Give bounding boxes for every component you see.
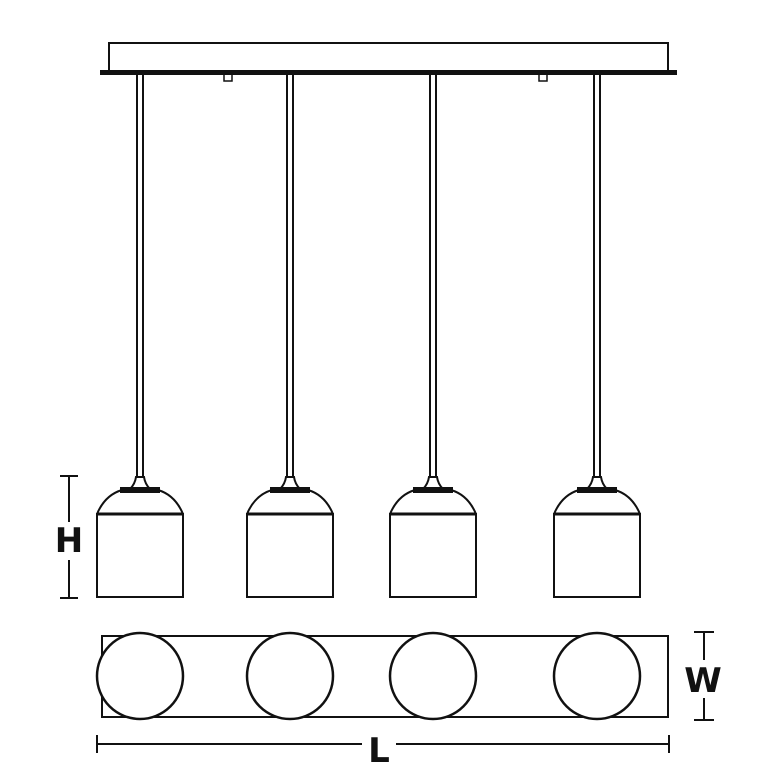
dimension-l: L: [96, 728, 670, 771]
dimension-w: W: [680, 631, 728, 721]
canopy-base-plate: [100, 70, 677, 75]
pendant-neck: [586, 476, 608, 490]
shade-top-view-circle: [95, 631, 185, 721]
dimension-h-label: H: [55, 521, 83, 561]
canopy: [100, 42, 677, 82]
pendant-shade-dome: [246, 489, 334, 515]
shade-top-view-circle: [388, 631, 478, 721]
pendant-shade: [96, 513, 184, 598]
dimension-h: H: [50, 475, 90, 599]
pendant: [96, 74, 184, 598]
pendant-shade: [389, 513, 477, 598]
top-view: [95, 631, 669, 721]
canopy-body: [108, 42, 669, 73]
pendants: [96, 74, 641, 598]
dimension-l-label: L: [368, 731, 390, 771]
pendant-shade: [553, 513, 641, 598]
pendant: [553, 74, 641, 598]
shade-top-view-circle: [552, 631, 642, 721]
pendant-shade: [246, 513, 334, 598]
canopy-mount-screw: [223, 73, 233, 82]
pendant-neck: [279, 476, 301, 490]
pendant-shade-dome: [96, 489, 184, 515]
pendant: [246, 74, 334, 598]
pendant-neck: [129, 476, 151, 490]
pendant-neck: [422, 476, 444, 490]
pendant-shade-dome: [389, 489, 477, 515]
pendant: [389, 74, 477, 598]
shade-top-view-circle: [245, 631, 335, 721]
pendant-shade-dome: [553, 489, 641, 515]
canopy-mount-screw: [538, 73, 548, 82]
dimension-w-label: W: [684, 661, 722, 701]
